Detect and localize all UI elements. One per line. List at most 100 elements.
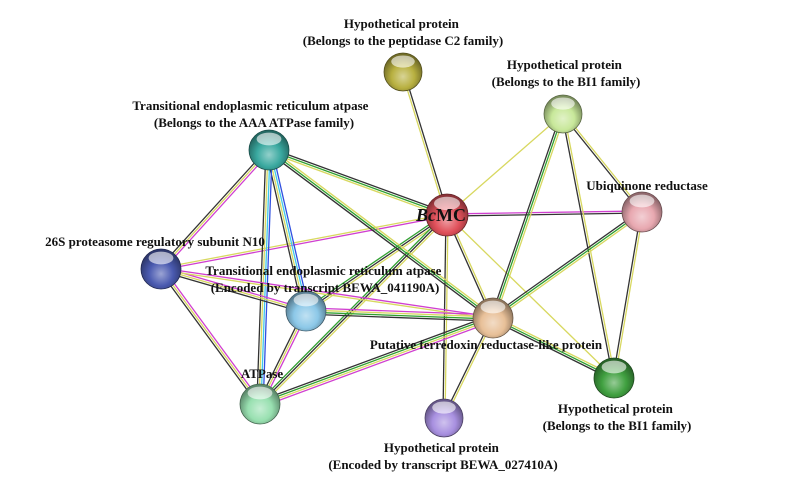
- edge-strand-black: [447, 212, 643, 217]
- node-highlight: [293, 293, 319, 307]
- edge-bcmc-ubiquinone: [446, 210, 643, 217]
- edge-bi1_top-bi1_bottom: [561, 113, 616, 379]
- node-bi1_top[interactable]: [543, 94, 583, 134]
- edge-strand-yellow: [160, 268, 261, 405]
- node-bcmc[interactable]: [425, 193, 469, 237]
- edge-strand-yellow: [261, 216, 449, 406]
- label-bcmc: BcMC: [415, 205, 466, 225]
- edge-strand-black: [269, 147, 448, 214]
- edge-strand-yellow: [269, 147, 495, 317]
- node-highlight: [629, 194, 655, 208]
- edge-strand-magenta: [162, 267, 263, 404]
- node-highlight: [391, 55, 415, 68]
- node-highlight: [148, 251, 174, 265]
- label-layer: Hypothetical protein (Belongs to the pep…: [45, 16, 708, 472]
- node-ter_041190[interactable]: [285, 290, 327, 332]
- edge-strand-yellow: [614, 212, 644, 379]
- edge-strand-yellow: [493, 213, 644, 321]
- label-bi1-bottom-line2: (Belongs to the BI1 family): [543, 418, 692, 433]
- edge-bi1_top-ubiquinone: [561, 112, 644, 214]
- label-ter-aaa-line1: Transitional endoplasmic reticulum atpas…: [132, 98, 368, 113]
- node-bi1_bottom[interactable]: [593, 357, 635, 399]
- edge-strand-magenta: [260, 320, 495, 408]
- node-layer: [140, 52, 663, 438]
- edge-ter_aaa-ter_041190: [265, 149, 310, 312]
- edge-strand-black: [561, 114, 614, 379]
- edge-strand-blue: [271, 149, 310, 311]
- edge-strand-black: [256, 149, 267, 404]
- edge-strand-yellow: [258, 149, 269, 404]
- edge-strand-yellow: [494, 114, 566, 319]
- edge-strand-green: [492, 211, 643, 319]
- edge-strand-black: [490, 113, 562, 318]
- edge-ter_041190-ferredoxin: [305, 307, 494, 322]
- edge-strand-magenta: [161, 267, 494, 318]
- edge-ubiquinone-ferredoxin: [491, 209, 644, 321]
- edge-strand-black: [442, 214, 447, 418]
- edge-strand-yellow: [444, 215, 449, 419]
- edge-strand-magenta: [446, 210, 642, 215]
- node-atpase[interactable]: [239, 383, 281, 425]
- node-ter_aaa[interactable]: [248, 129, 290, 171]
- label-ter-aaa-line2: (Belongs to the AAA ATPase family): [154, 115, 354, 130]
- edge-strand-yellow: [160, 149, 270, 270]
- edge-strand-black: [265, 150, 304, 312]
- node-ubiquinone[interactable]: [621, 191, 663, 233]
- node-hyp_027410[interactable]: [424, 398, 464, 438]
- edge-strand-magenta: [161, 215, 448, 271]
- edge-strand-green: [305, 311, 493, 320]
- edge-strand-green: [258, 213, 446, 403]
- label-hyp-027410: Hypothetical protein (Encoded by transcr…: [328, 440, 557, 472]
- edge-strand-yellow: [493, 315, 616, 377]
- edge-ubiquinone-bi1_bottom: [612, 211, 644, 379]
- edge-bcmc-ter_aaa: [268, 147, 448, 218]
- node-highlight: [432, 401, 456, 414]
- edge-bcmc-proteasome: [160, 213, 448, 271]
- edge-layer: [158, 71, 644, 419]
- edge-ter_aaa-atpase: [256, 149, 273, 405]
- label-bcmc-prefix: Bc: [415, 205, 436, 225]
- edge-strand-green: [492, 113, 564, 319]
- label-ferredoxin: Putative ferredoxin reductase-like prote…: [370, 337, 603, 352]
- label-bi1-bottom-line1: Hypothetical protein: [558, 401, 674, 416]
- edge-strand-cyan: [260, 150, 271, 405]
- node-proteasome[interactable]: [140, 248, 182, 290]
- edge-strand-green: [268, 149, 448, 216]
- label-peptidase-c2-line2: (Belongs to the peptidase C2 family): [303, 33, 503, 48]
- edge-strand-black: [158, 148, 268, 269]
- node-highlight: [256, 132, 282, 146]
- edge-strand-blue: [262, 150, 273, 405]
- edge-strand-magenta: [162, 150, 272, 271]
- edge-strand-black: [267, 151, 493, 321]
- node-highlight: [433, 196, 461, 211]
- label-ter-aaa: Transitional endoplasmic reticulum atpas…: [132, 98, 371, 130]
- edge-strand-yellow: [267, 150, 306, 312]
- node-highlight: [247, 386, 273, 400]
- edge-bcmc-hyp_027410: [442, 214, 449, 419]
- edge-bcmc-bi1_top: [446, 113, 564, 216]
- label-ter-041190: Transitional endoplasmic reticulum atpas…: [205, 263, 444, 295]
- edge-strand-yellow: [446, 113, 564, 216]
- label-ter-041190-line2: (Encoded by transcript BEWA_041190A): [211, 280, 440, 295]
- edge-strand-black: [160, 270, 306, 314]
- edge-strand-green: [492, 317, 615, 379]
- edge-strand-yellow: [268, 151, 447, 218]
- label-bi1-bottom: Hypothetical protein (Belongs to the BI1…: [543, 401, 692, 433]
- label-ter-041190-line1: Transitional endoplasmic reticulum atpas…: [205, 263, 441, 278]
- node-peptidase_c2[interactable]: [383, 52, 423, 92]
- label-bi1-top-line2: (Belongs to the BI1 family): [492, 74, 641, 89]
- edge-strand-green: [268, 149, 494, 319]
- edge-strand-black: [258, 314, 493, 402]
- edge-strand-yellow: [160, 269, 493, 320]
- label-atpase-line1: ATPase: [241, 366, 284, 381]
- node-ferredoxin[interactable]: [472, 297, 514, 339]
- label-atpase: ATPase: [241, 366, 284, 381]
- edge-strand-yellow: [260, 318, 494, 406]
- edge-strand-magenta: [306, 307, 494, 316]
- edge-strand-cyan: [269, 149, 308, 311]
- edge-strand-black: [158, 269, 259, 406]
- label-bi1-top: Hypothetical protein (Belongs to the BI1…: [492, 57, 641, 89]
- node-highlight: [601, 360, 627, 374]
